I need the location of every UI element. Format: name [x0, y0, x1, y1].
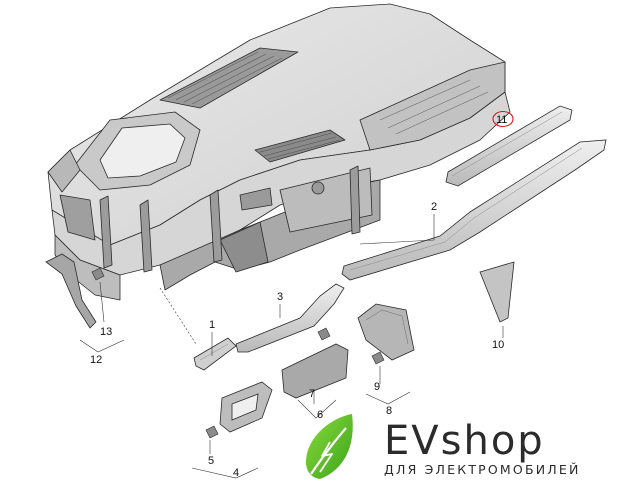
part-8-side-cover[interactable] [357, 303, 415, 361]
clip-part-7[interactable] [317, 327, 331, 341]
leaf-icon [306, 414, 353, 479]
part-12-left-trim[interactable] [45, 253, 97, 329]
callout-labels: 1 2 3 4 5 6 7 8 9 10 11 12 13 [90, 114, 507, 479]
clip-part-9[interactable] [371, 351, 385, 365]
part-10-end-cap[interactable] [479, 261, 515, 323]
callout-5: 5 [208, 455, 214, 467]
callout-2: 2 [431, 201, 437, 213]
callout-1: 1 [209, 319, 215, 331]
part-2-trim-strip[interactable] [341, 139, 607, 281]
callout-12: 12 [90, 354, 102, 366]
part-1-insert[interactable] [193, 337, 237, 371]
callout-13: 13 [100, 326, 112, 338]
leader-lines [79, 214, 504, 479]
highlight-ring-11 [492, 110, 514, 128]
callout-3: 3 [277, 291, 283, 303]
brand-tagline: ДЛЯ ЭЛЕКТРОМОБИЛЕЙ [384, 462, 581, 477]
clip-part-5[interactable] [205, 425, 219, 439]
callout-6: 6 [317, 409, 323, 421]
callout-4: 4 [233, 467, 239, 479]
callout-9: 9 [374, 381, 380, 393]
part-3-trim-strip[interactable] [235, 283, 345, 353]
callout-8: 8 [386, 405, 392, 417]
part-11-trim-upper[interactable] [445, 105, 573, 187]
part-4-lower-panel[interactable] [219, 381, 273, 433]
clip-part-13[interactable] [91, 267, 105, 281]
part-6-lower-panel[interactable] [281, 343, 349, 399]
callout-11: 11 [496, 114, 507, 126]
callout-10: 10 [492, 339, 504, 351]
brand-name: EVshop [384, 418, 545, 464]
evshop-logo: EVshop ДЛЯ ЭЛЕКТРОМОБИЛЕЙ [306, 414, 581, 479]
dashboard-assembly [47, 3, 511, 301]
callout-7: 7 [309, 388, 315, 400]
